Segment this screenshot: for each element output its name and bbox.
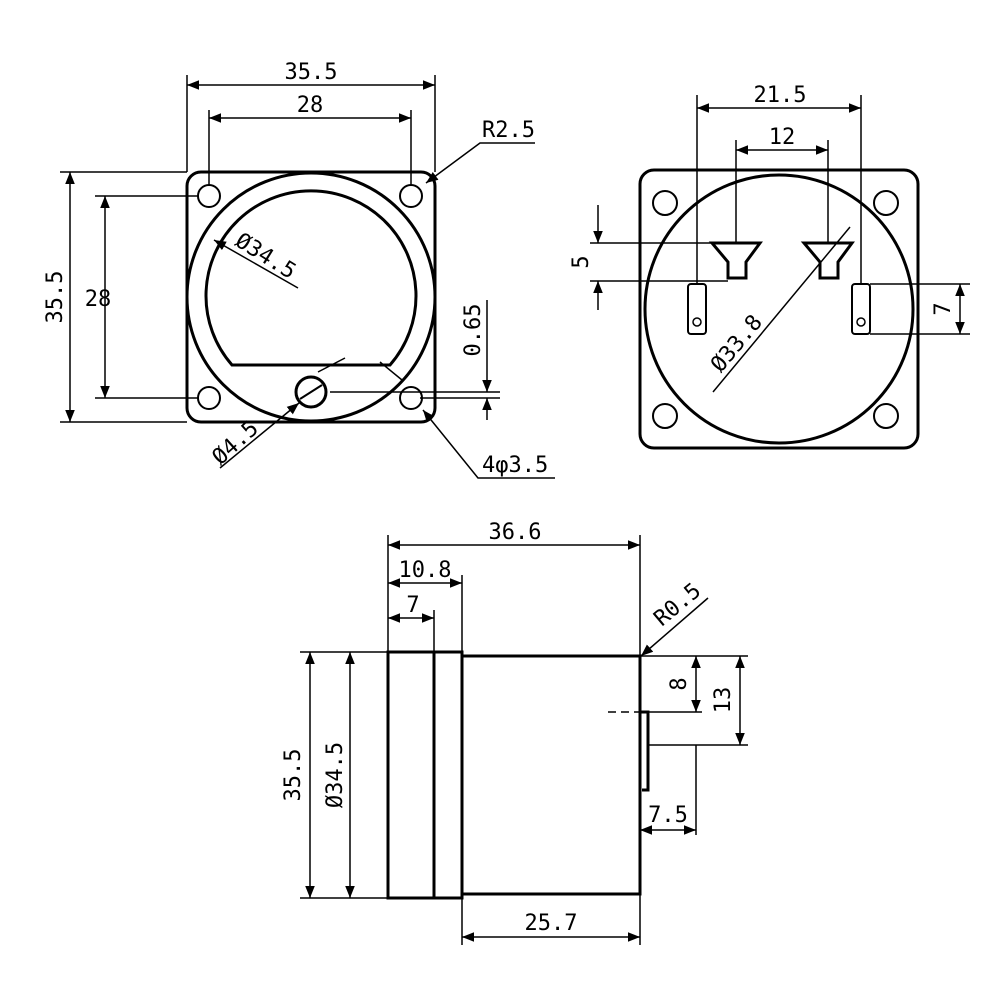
front-hole-spacing-v-label: 28: [85, 287, 112, 312]
rear-view: 21.5 12 5 7 Ø33.8: [569, 83, 970, 450]
front-hole-spacing-h-label: 28: [297, 93, 324, 118]
rear-body-circle: [643, 173, 915, 445]
side-view: 36.6 10.8 7 R0.5 8 13 7.5 35.5 Ø34.5 25.…: [281, 520, 748, 945]
mount-hole-bottom-right: [399, 386, 423, 410]
rear-diameter-label: Ø33.8: [706, 310, 768, 377]
case-depth-label: 25.7: [525, 911, 578, 936]
mount-holes-label: 4φ3.5: [482, 453, 548, 478]
rear-mount-hole-bottom-right: [873, 403, 899, 429]
meter-window: [204, 189, 418, 367]
terminal-span-label: 13: [711, 687, 736, 714]
flange-depth-label: 7: [406, 593, 419, 618]
side-height-label: 35.5: [281, 749, 306, 802]
side-diameter-label: Ø34.5: [323, 742, 348, 808]
rear-inner-spacing-label: 12: [769, 125, 796, 150]
zero-adjust-screw: [294, 375, 328, 409]
rear-mount-hole-top-left: [652, 190, 678, 216]
window-diameter-label: Ø34.5: [231, 228, 300, 284]
side-bezel: [386, 650, 436, 900]
zero-adjust-slot: [299, 384, 323, 400]
rear-outer-spacing-label: 21.5: [754, 83, 807, 108]
terminal-height-label: 5: [569, 255, 594, 268]
mount-hole-top-right: [399, 184, 423, 208]
rear-mount-hole-top-right: [873, 190, 899, 216]
terminal-offset-label: 8: [667, 677, 692, 690]
front-width-label: 35.5: [285, 60, 338, 85]
side-case: [460, 654, 642, 896]
terminal-left: [708, 241, 763, 280]
lug-height-label: 7: [931, 302, 956, 315]
front-bezel-circle: [185, 171, 437, 423]
mount-hole-top-left: [197, 184, 221, 208]
rear-panel-outline: [638, 168, 920, 450]
bezel-depth-label: 10.8: [399, 558, 452, 583]
adjust-hole-label: Ø4.5: [208, 416, 264, 470]
terminal-length-label: 7.5: [648, 803, 688, 828]
corner-radius-label: R2.5: [482, 118, 535, 143]
side-flange: [432, 650, 464, 900]
side-terminal-stub: [640, 710, 650, 792]
mount-hole-bottom-left: [197, 386, 221, 410]
front-height-label: 35.5: [43, 271, 68, 324]
total-depth-label: 36.6: [489, 520, 542, 545]
offset-label: 0.65: [461, 304, 486, 357]
front-view: 35.5 28 35.5 28 R2.5 Ø34.5 0.65 Ø4.5 4φ3…: [43, 60, 555, 479]
rear-mount-hole-bottom-left: [652, 403, 678, 429]
